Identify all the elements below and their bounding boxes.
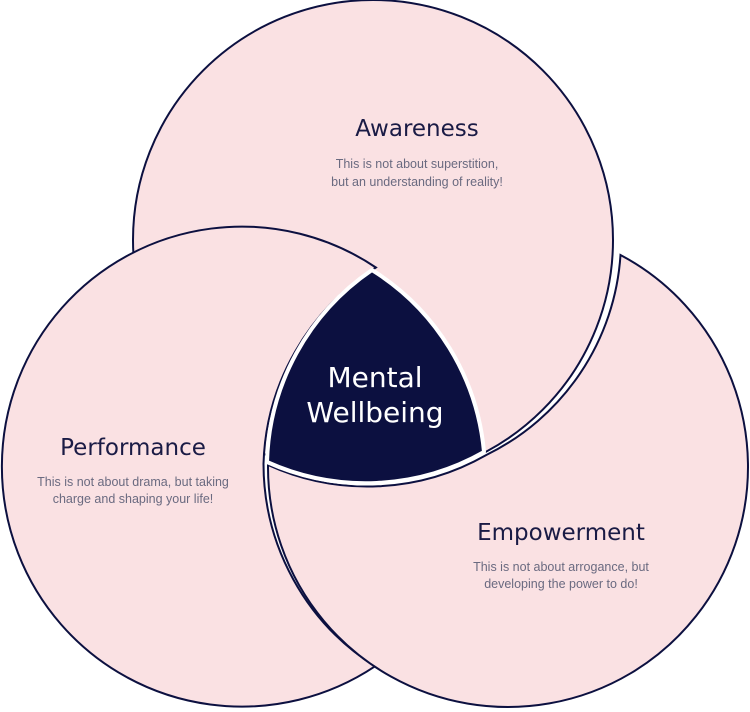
empowerment-circle — [266, 253, 749, 708]
performance-description-line2: charge and shaping your life! — [53, 492, 214, 506]
awareness-title: Awareness — [355, 116, 479, 142]
performance-description-line1: This is not about drama, but taking — [37, 475, 229, 489]
empowerment-title: Empowerment — [477, 520, 645, 546]
empowerment-description-line2: developing the power to do! — [484, 577, 638, 591]
center-overlap-region — [265, 268, 486, 486]
awareness-description-line1: This is not about superstition, — [336, 157, 499, 171]
empowerment-description-line1: This is not about arrogance, but — [473, 560, 649, 574]
performance-circle — [0, 225, 378, 708]
center-label-line1: Mental — [327, 361, 422, 394]
awareness-description-line2: but an understanding of reality! — [331, 175, 503, 189]
performance-title: Performance — [60, 435, 206, 461]
center-label-line2: Wellbeing — [306, 396, 443, 429]
